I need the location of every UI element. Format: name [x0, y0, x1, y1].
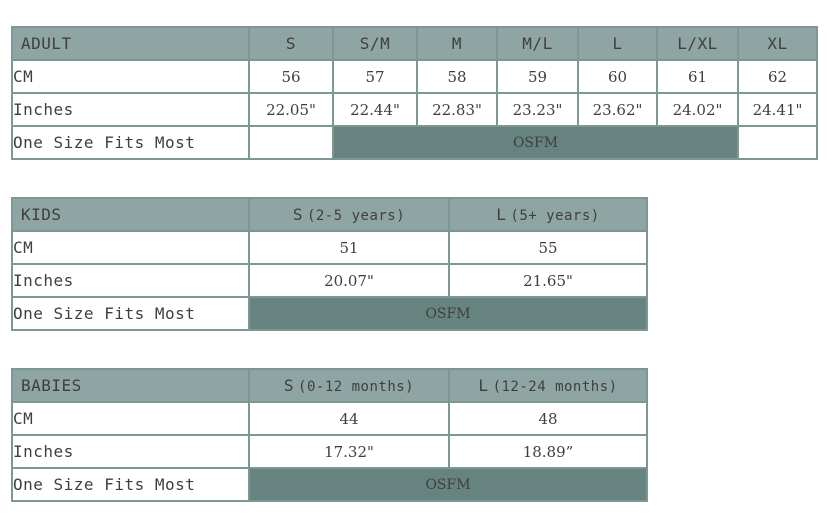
adult-size-l: L	[577, 26, 658, 61]
kids-osfm-value: OSFM	[248, 296, 648, 331]
adult-size-sm: S/M	[332, 26, 418, 61]
babies-title: BABIES	[11, 368, 250, 403]
kids-in-l: 21.65"	[448, 263, 648, 298]
kids-cm-l: 55	[448, 230, 648, 265]
adult-in-m: 22.83"	[416, 92, 498, 127]
adult-inches-row: Inches 22.05" 22.44" 22.83" 23.23" 23.62…	[11, 92, 818, 127]
babies-in-l: 18.89”	[448, 434, 648, 469]
babies-osfm-label: One Size Fits Most	[11, 467, 250, 502]
adult-cm-m: 58	[416, 59, 498, 94]
babies-osfm-value: OSFM	[248, 467, 648, 502]
babies-cm-s: 44	[248, 401, 450, 436]
adult-in-l: 23.62"	[577, 92, 658, 127]
kids-size-s: S(2-5 years)	[248, 197, 450, 232]
adult-cm-lxl: 61	[656, 59, 739, 94]
babies-size-table: BABIES S(0-12 months) L(12-24 months) CM…	[11, 368, 648, 502]
adult-osfm-row: One Size Fits Most OSFM	[11, 125, 818, 160]
adult-header-row: ADULT S S/M M M/L L L/XL XL	[11, 26, 818, 61]
babies-cm-row: CM 44 48	[11, 401, 648, 436]
adult-cm-l: 60	[577, 59, 658, 94]
kids-header-row: KIDS S(2-5 years) L(5+ years)	[11, 197, 648, 232]
adult-inches-label: Inches	[11, 92, 250, 127]
babies-size-s-letter: S	[283, 376, 295, 395]
kids-osfm-row: One Size Fits Most OSFM	[11, 296, 648, 331]
babies-inches-label: Inches	[11, 434, 250, 469]
babies-cm-l: 48	[448, 401, 648, 436]
adult-osfm-blank-right	[737, 125, 818, 160]
adult-in-xl: 24.41"	[737, 92, 818, 127]
adult-size-xl: XL	[737, 26, 818, 61]
adult-cm-ml: 59	[496, 59, 579, 94]
adult-in-ml: 23.23"	[496, 92, 579, 127]
adult-size-m: M	[416, 26, 498, 61]
adult-title: ADULT	[11, 26, 250, 61]
kids-size-s-range: (2-5 years)	[306, 208, 406, 224]
adult-cm-s: 56	[248, 59, 334, 94]
kids-size-l: L(5+ years)	[448, 197, 648, 232]
kids-size-l-range: (5+ years)	[510, 208, 600, 224]
kids-cm-s: 51	[248, 230, 450, 265]
kids-cm-label: CM	[11, 230, 250, 265]
adult-cm-label: CM	[11, 59, 250, 94]
babies-inches-row: Inches 17.32" 18.89”	[11, 434, 648, 469]
kids-osfm-label: One Size Fits Most	[11, 296, 250, 331]
kids-inches-row: Inches 20.07" 21.65"	[11, 263, 648, 298]
adult-size-s: S	[248, 26, 334, 61]
adult-size-table: ADULT S S/M M M/L L L/XL XL CM 56 57 58 …	[11, 26, 818, 160]
adult-size-lxl: L/XL	[656, 26, 739, 61]
kids-inches-label: Inches	[11, 263, 250, 298]
adult-in-sm: 22.44"	[332, 92, 418, 127]
adult-in-lxl: 24.02"	[656, 92, 739, 127]
babies-header-row: BABIES S(0-12 months) L(12-24 months)	[11, 368, 648, 403]
kids-title: KIDS	[11, 197, 250, 232]
kids-size-table: KIDS S(2-5 years) L(5+ years) CM 51 55 I…	[11, 197, 648, 331]
adult-osfm-value: OSFM	[332, 125, 739, 160]
adult-cm-row: CM 56 57 58 59 60 61 62	[11, 59, 818, 94]
adult-osfm-blank-left	[248, 125, 334, 160]
babies-size-l-letter: L	[478, 376, 489, 395]
babies-in-s: 17.32"	[248, 434, 450, 469]
babies-size-s-range: (0-12 months)	[298, 379, 415, 395]
babies-size-l: L(12-24 months)	[448, 368, 648, 403]
babies-size-l-range: (12-24 months)	[492, 379, 618, 395]
adult-in-s: 22.05"	[248, 92, 334, 127]
babies-size-s: S(0-12 months)	[248, 368, 450, 403]
adult-size-ml: M/L	[496, 26, 579, 61]
babies-osfm-row: One Size Fits Most OSFM	[11, 467, 648, 502]
kids-in-s: 20.07"	[248, 263, 450, 298]
adult-cm-xl: 62	[737, 59, 818, 94]
babies-cm-label: CM	[11, 401, 250, 436]
adult-osfm-label: One Size Fits Most	[11, 125, 250, 160]
kids-cm-row: CM 51 55	[11, 230, 648, 265]
kids-size-l-letter: L	[496, 205, 507, 224]
kids-size-s-letter: S	[292, 205, 303, 224]
adult-cm-sm: 57	[332, 59, 418, 94]
